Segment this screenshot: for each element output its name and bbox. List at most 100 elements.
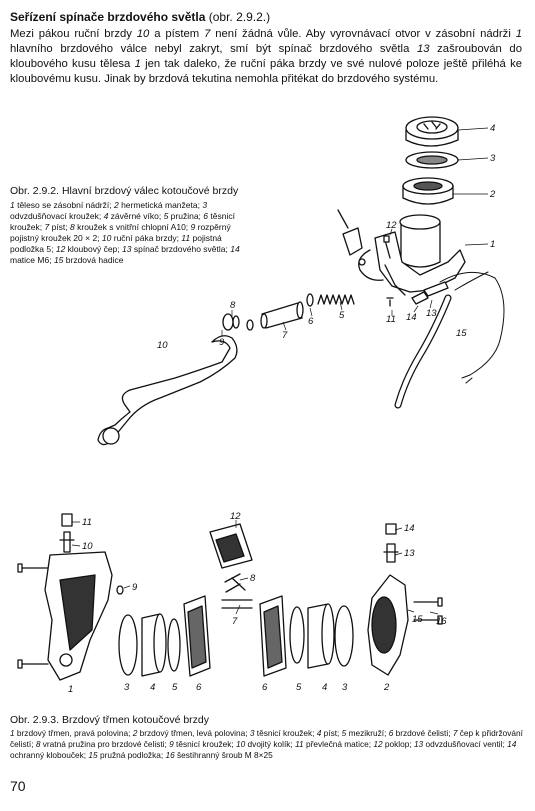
legend-number: 4 — [103, 211, 109, 221]
legend-text: brzdový třmen, pravá polovina; — [14, 728, 133, 738]
return-spring-drawing — [224, 573, 246, 593]
label: 6 — [308, 316, 314, 327]
legend-number: 3 — [249, 728, 255, 738]
piston-drawing — [246, 301, 304, 331]
fig1-caption: Obr. 2.9.2. Hlavní brzdový válec kotoučo… — [10, 185, 239, 197]
intro-text: hlavního brzdového válce nebyl zakryt, s… — [10, 43, 417, 55]
master-cylinder-body-drawing — [358, 214, 466, 296]
label: 5 — [172, 682, 178, 693]
label: 4 — [150, 682, 155, 693]
label: 13 — [404, 548, 415, 559]
fig2-caption: Obr. 2.9.3. Brzdový třmen kotoučové brzd… — [10, 714, 210, 726]
label: 5 — [339, 310, 345, 321]
lock-washer-drawing — [386, 297, 394, 307]
inner-flap-ring-drawing — [232, 315, 240, 329]
intro-paragraph: Mezi pákou ruční brzdy 10 a pístem 7 nen… — [10, 27, 522, 87]
legend-text: čep k přidržování čelistí; — [10, 728, 523, 749]
small-seal-drawing — [116, 585, 124, 595]
washer-drawing — [306, 293, 314, 307]
label: 14 — [406, 312, 417, 323]
legend-number: 14 — [230, 244, 240, 254]
label: 14 — [404, 523, 415, 534]
circlip-drawing — [222, 313, 234, 331]
protective-cap-drawing — [385, 523, 397, 535]
legend-text: těleso se zásobní nádrží; — [14, 200, 114, 210]
legend-text: matice M6; — [10, 255, 54, 265]
heading-ref: (obr. 2.9.2.) — [208, 10, 271, 24]
legend-text: ruční páka brzdy; — [111, 233, 182, 243]
hex-bolt-right-top — [413, 597, 443, 607]
legend-number: 8 — [70, 222, 75, 232]
label: 3 — [490, 153, 496, 164]
page-number: 70 — [10, 778, 26, 794]
intro-ref: 7 — [204, 28, 211, 40]
intro-ref: 1 — [515, 28, 522, 40]
legend-text: pružná podložka; — [97, 750, 166, 760]
label: 2 — [489, 189, 496, 200]
legend-text: píst; — [49, 222, 71, 232]
legend-number: 10 — [101, 233, 112, 243]
hex-bolt-left-top — [17, 563, 49, 573]
legend-text: odvzdušňovací ventil; — [423, 739, 508, 749]
legend-number: 10 — [236, 739, 246, 749]
legend-text: kroužek s vnitřní chlopní A10; — [74, 222, 191, 232]
label: 5 — [296, 682, 302, 693]
legend-number: 3 — [202, 200, 208, 210]
union-nut-drawing — [61, 513, 73, 527]
legend-text: dvojitý kolík; — [245, 739, 296, 749]
legend-number: 7 — [452, 728, 458, 738]
pivot-pin-drawing — [337, 209, 391, 259]
legend-text: pojistná podložka 5; — [10, 233, 222, 254]
spacer-ring-right-drawing — [289, 606, 305, 664]
legend-text: brzdový třmen, levá polovina; — [137, 728, 250, 738]
intro-ref: 1 — [134, 58, 141, 70]
label: 3 — [124, 682, 130, 693]
legend-number: 16 — [165, 750, 175, 760]
legend-number: 12 — [55, 244, 66, 254]
label: 6 — [196, 682, 202, 693]
intro-text: není žádná vůle. Aby vyrovnávací otvor v… — [210, 28, 516, 40]
label: 3 — [342, 682, 348, 693]
seal-ring-right-drawing — [334, 605, 354, 667]
legend-text: kloubový čep; — [65, 244, 123, 254]
fig1-part-labels: 4 3 2 1 12 5 6 7 8 9 10 11 14 13 15 — [157, 123, 496, 351]
fig2-part-labels: 11 10 9 1 3 4 5 6 12 8 7 6 5 4 3 2 14 13… — [68, 511, 447, 695]
legend-text: brzdové čelisti; — [393, 728, 453, 738]
legend-number: 15 — [88, 750, 98, 760]
legend-number: 11 — [295, 739, 304, 749]
legend-number: 2 — [132, 728, 138, 738]
legend-text: odvzdušňovací kroužek; — [10, 211, 104, 221]
label: 4 — [322, 682, 327, 693]
label: 13 — [426, 308, 437, 319]
label: 11 — [386, 314, 396, 325]
intro-text: zašroubován do kloubového kusu tělesa — [10, 43, 522, 70]
legend-number: 6 — [388, 728, 394, 738]
label: 15 — [412, 614, 423, 625]
intro-ref: 10 — [136, 28, 150, 40]
legend-number: 12 — [373, 739, 383, 749]
legend-number: 9 — [190, 222, 196, 232]
spacer-ring-left-drawing — [167, 618, 181, 672]
label: 8 — [250, 573, 256, 584]
legend-text: poklop; — [382, 739, 414, 749]
vent-ring-drawing — [405, 151, 459, 169]
legend-number: 1 — [10, 728, 15, 738]
legend-number: 6 — [203, 211, 209, 221]
fig1-legend: 1 těleso se zásobní nádrží; 2 hermetická… — [10, 200, 255, 266]
legend-text: rozpěrný pojistný kroužek 20 × 2; — [10, 222, 231, 243]
label: 7 — [282, 330, 288, 341]
double-pin-drawing — [59, 531, 75, 553]
legend-text: těsnicí kroužek; — [254, 728, 317, 738]
label: 7 — [232, 616, 238, 627]
spring-drawing — [317, 294, 355, 305]
heading-title: Seřízení spínače brzdového světla — [10, 10, 206, 24]
seal-drawing — [402, 177, 454, 205]
legend-text: píst; — [321, 728, 342, 738]
legend-number: 8 — [35, 739, 41, 749]
label: 12 — [386, 220, 397, 231]
legend-number: 15 — [53, 255, 64, 265]
legend-text: brzdová hadice — [63, 255, 124, 265]
legend-text: těsnicí kroužek; — [173, 739, 237, 749]
legend-number: 5 — [163, 211, 169, 221]
